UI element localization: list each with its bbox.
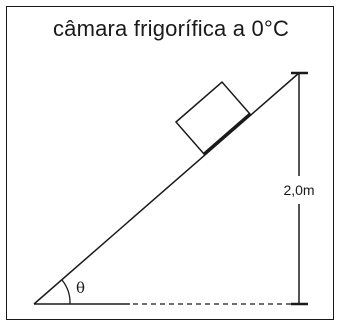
- diagram-title: câmara frigorífica a 0°C: [52, 16, 290, 41]
- angle-label: θ: [76, 279, 85, 297]
- diagram-frame: [6, 6, 334, 320]
- angle-arc: [61, 279, 71, 305]
- block-contact-edge: [203, 112, 251, 156]
- block: [174, 80, 252, 156]
- incline-line: [33, 72, 300, 305]
- height-label: 2,0m: [283, 182, 314, 198]
